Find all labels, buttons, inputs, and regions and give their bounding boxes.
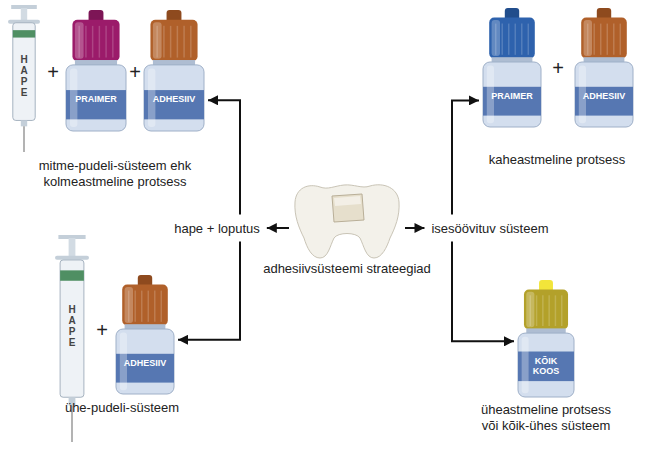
- bottle-shape: [482, 8, 542, 128]
- bottle-shape: [517, 280, 575, 398]
- bottle-icon: ADHESIIV: [574, 8, 634, 128]
- strategy-label: isesöövituv süsteem: [428, 219, 551, 238]
- system-caption: üheastmeline protsess või kõik-ühes süst…: [481, 402, 611, 433]
- product-label: PRAIMER: [491, 91, 533, 102]
- bottle-shape: [574, 8, 634, 128]
- strategy-label: hape + loputus: [171, 219, 263, 238]
- strategy-text: isesöövituv süsteem: [431, 221, 548, 236]
- heading-holder: adhesiivsüsteemi strateegiad: [263, 261, 431, 276]
- tooth-illustration: adhesiivsüsteemi strateegiad: [292, 180, 402, 260]
- system-caption: ühe-pudeli-süsteem: [65, 400, 179, 415]
- plus-sign-box: +: [552, 56, 564, 80]
- product-label: ADHESIIV: [583, 91, 626, 102]
- product-label: ADHESIIV: [124, 358, 167, 369]
- bottle-icon: ADHESIIV: [143, 10, 205, 132]
- system-caption: mitme-pudeli-süsteem ehk kolmeastmeline …: [39, 158, 191, 189]
- bottle-icon: PRAIMER: [65, 10, 127, 132]
- product-label: ADHESIIV: [153, 94, 196, 105]
- bottle-icon: KÕIK KOOS: [517, 280, 575, 398]
- flow-arrow: [405, 227, 424, 229]
- flow-arrow: [178, 242, 240, 340]
- system-caption-box: üheastmeline protsess või kõik-ühes süst…: [476, 402, 616, 433]
- flow-arrow: [208, 100, 240, 214]
- bottle-icon: ADHESIIV: [115, 275, 175, 395]
- plus-sign: +: [96, 319, 108, 341]
- bottle-shape: [65, 10, 127, 132]
- system-caption-box: ühe-pudeli-süsteem: [47, 400, 197, 416]
- plus-sign-box: +: [129, 60, 141, 84]
- flow-arrow: [452, 100, 479, 214]
- plus-sign-box: +: [47, 60, 59, 84]
- plus-sign: +: [129, 61, 141, 83]
- bottle-shape: [115, 275, 175, 395]
- plus-sign-box: +: [96, 318, 108, 342]
- product-label: HAPE: [19, 54, 29, 98]
- flow-arrow: [452, 242, 514, 342]
- bottle-shape: [143, 10, 205, 132]
- product-label: HAPE: [67, 304, 77, 348]
- diagram-heading: adhesiivsüsteemi strateegiad: [263, 261, 431, 276]
- product-label: KÕIK KOOS: [528, 356, 564, 378]
- plus-sign: +: [552, 57, 564, 79]
- flow-arrow: [267, 227, 289, 229]
- system-caption-box: mitme-pudeli-süsteem ehk kolmeastmeline …: [23, 158, 208, 189]
- bottle-icon: PRAIMER: [482, 8, 542, 128]
- system-caption: kaheastmeline protsess: [489, 152, 626, 167]
- plus-sign: +: [47, 61, 59, 83]
- product-label: PRAIMER: [75, 94, 117, 105]
- syringe-icon: HAPE: [8, 5, 40, 153]
- strategy-text: hape + loputus: [174, 221, 260, 236]
- tooth-shape: [292, 180, 402, 260]
- system-caption-box: kaheastmeline protsess: [472, 152, 642, 168]
